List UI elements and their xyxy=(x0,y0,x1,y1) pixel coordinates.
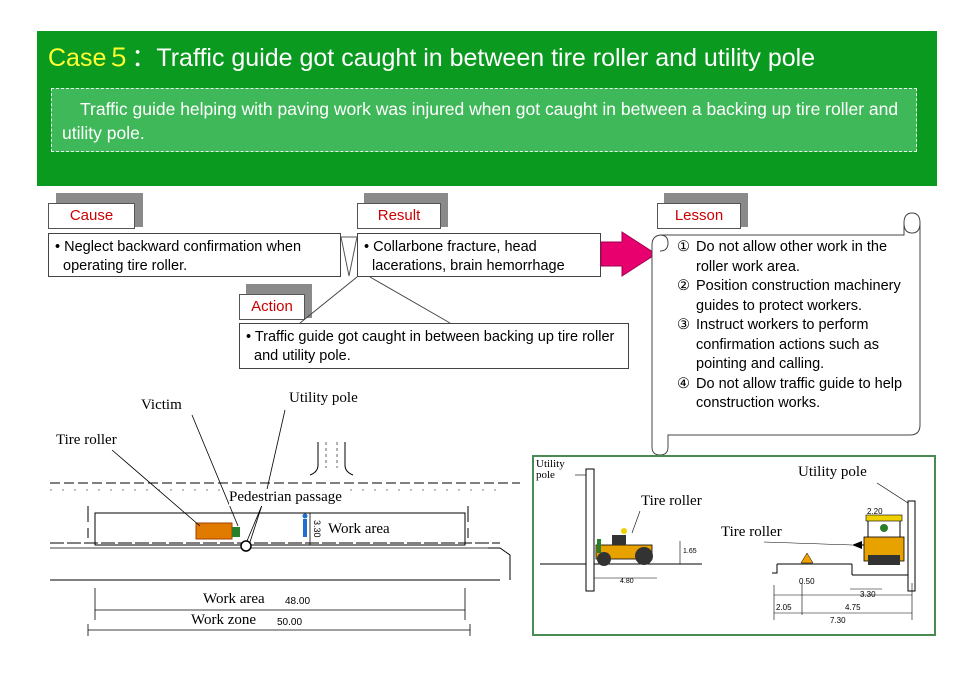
detail-tire-roller-left: Tire roller xyxy=(641,493,702,509)
result-box: • Collarbone fracture, head lacerations,… xyxy=(357,233,601,277)
detail-utility-pole-right: Utility pole xyxy=(798,464,867,480)
result-text: • Collarbone fracture, head lacerations,… xyxy=(364,239,565,274)
tire-roller-marker xyxy=(195,522,233,540)
work-area-label: Work area xyxy=(328,521,390,537)
page-title: Case５：Traffic guide got caught in betwee… xyxy=(48,38,815,74)
site-plan-diagram xyxy=(50,409,520,636)
action-connector xyxy=(369,276,451,324)
victim-label: Victim xyxy=(141,397,182,413)
dim-330: 3.30 xyxy=(860,590,876,599)
utility-pole-label: Utility pole xyxy=(289,390,358,406)
worker-icon xyxy=(303,519,307,537)
victim-marker xyxy=(232,527,240,537)
cause-label: Cause xyxy=(48,203,135,229)
action-connector-2 xyxy=(299,276,358,324)
front-utility-pole xyxy=(907,500,916,592)
detail-tire-roller-right: Tire roller xyxy=(721,524,782,540)
title-text: ：Traffic guide got caught in between tir… xyxy=(131,44,816,72)
work-zone-length: 50.00 xyxy=(277,617,303,628)
dim-475: 4.75 xyxy=(845,603,861,612)
lesson-scroll xyxy=(651,212,921,455)
dim-165: 1.65 xyxy=(683,548,697,555)
action-label: Action xyxy=(239,294,305,320)
width-dimension: 3.30 xyxy=(312,520,322,538)
tire-roller-label: Tire roller xyxy=(56,432,117,448)
side-utility-pole xyxy=(585,468,595,592)
utility-pole-marker xyxy=(240,540,252,552)
summary-text: Traffic guide helping with paving work w… xyxy=(62,99,899,143)
work-area-bottom-label: Work area xyxy=(203,591,265,607)
result-label: Result xyxy=(357,203,441,229)
dim-730: 7.30 xyxy=(830,616,846,625)
action-text: • Traffic guide got caught in between ba… xyxy=(246,329,615,364)
cause-box: • Neglect backward confirmation when ope… xyxy=(48,233,341,277)
detail-diagram xyxy=(540,468,916,620)
action-box: • Traffic guide got caught in between ba… xyxy=(239,323,629,369)
work-zone-label: Work zone xyxy=(191,612,257,628)
lesson-label: Lesson xyxy=(657,203,741,229)
dim-050: 0.50 xyxy=(799,577,815,586)
work-area-length: 48.00 xyxy=(285,596,311,607)
result-to-lesson-arrow xyxy=(600,231,657,277)
dim-205: 2.05 xyxy=(776,603,792,612)
cause-text: • Neglect backward confirmation when ope… xyxy=(55,239,302,274)
summary-box: Traffic guide helping with paving work w… xyxy=(51,88,917,152)
detail-utility-pole-left: Utility pole xyxy=(536,458,565,481)
pedestrian-passage-label: Pedestrian passage xyxy=(229,489,342,506)
cause-pointer xyxy=(340,236,358,277)
dim-220: 2.20 xyxy=(867,507,883,516)
case-label: Case５ xyxy=(48,44,132,72)
dim-480: 4.80 xyxy=(620,578,634,585)
